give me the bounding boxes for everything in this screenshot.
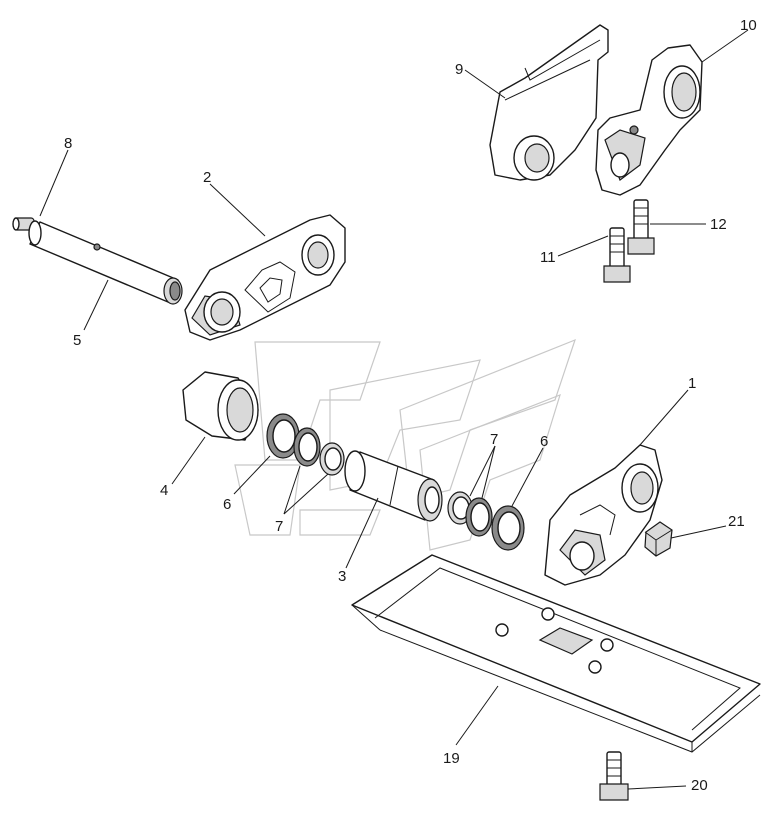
part-10-link bbox=[595, 44, 703, 196]
part-7-ring-a bbox=[293, 427, 321, 467]
part-19-track-shoe bbox=[351, 554, 761, 753]
part-11-bolt bbox=[603, 227, 631, 283]
callout-4: 4 bbox=[160, 482, 168, 499]
callout-1: 1 bbox=[688, 375, 696, 392]
part-8-pin bbox=[12, 217, 35, 231]
part-21-nut bbox=[644, 521, 673, 557]
part-12-bolt bbox=[627, 199, 655, 255]
part-6-seal-right bbox=[491, 505, 525, 551]
callout-labels: 8 2 5 9 10 11 12 4 6 7 3 7 6 1 21 19 20 bbox=[64, 17, 757, 794]
callout-21: 21 bbox=[728, 513, 745, 530]
callout-5: 5 bbox=[73, 332, 81, 349]
callout-6-right: 6 bbox=[540, 433, 548, 450]
part-4-bushing bbox=[182, 371, 259, 441]
callout-11: 11 bbox=[540, 249, 556, 266]
callout-9: 9 bbox=[455, 61, 463, 78]
callout-6-left: 6 bbox=[223, 496, 231, 513]
callout-12: 12 bbox=[710, 216, 727, 233]
callout-2: 2 bbox=[203, 169, 211, 186]
part-5-pin bbox=[28, 220, 183, 305]
part-7-ring-d bbox=[465, 497, 493, 537]
callout-8: 8 bbox=[64, 135, 72, 152]
part-1-link bbox=[544, 444, 663, 586]
callout-20: 20 bbox=[691, 777, 708, 794]
part-20-bolt bbox=[599, 751, 629, 801]
part-7-ring-b bbox=[319, 442, 345, 476]
callout-10: 10 bbox=[740, 17, 757, 34]
callout-19: 19 bbox=[443, 750, 460, 767]
part-7-ring-c bbox=[447, 491, 473, 525]
watermark-logo bbox=[234, 338, 576, 551]
leader-lines bbox=[39, 29, 749, 790]
part-2-link bbox=[184, 214, 346, 341]
callout-7-right: 7 bbox=[490, 431, 498, 448]
callout-3: 3 bbox=[338, 568, 346, 585]
part-9-link bbox=[489, 24, 609, 181]
part-3-bushing bbox=[344, 450, 443, 522]
callout-7-left: 7 bbox=[275, 518, 283, 535]
